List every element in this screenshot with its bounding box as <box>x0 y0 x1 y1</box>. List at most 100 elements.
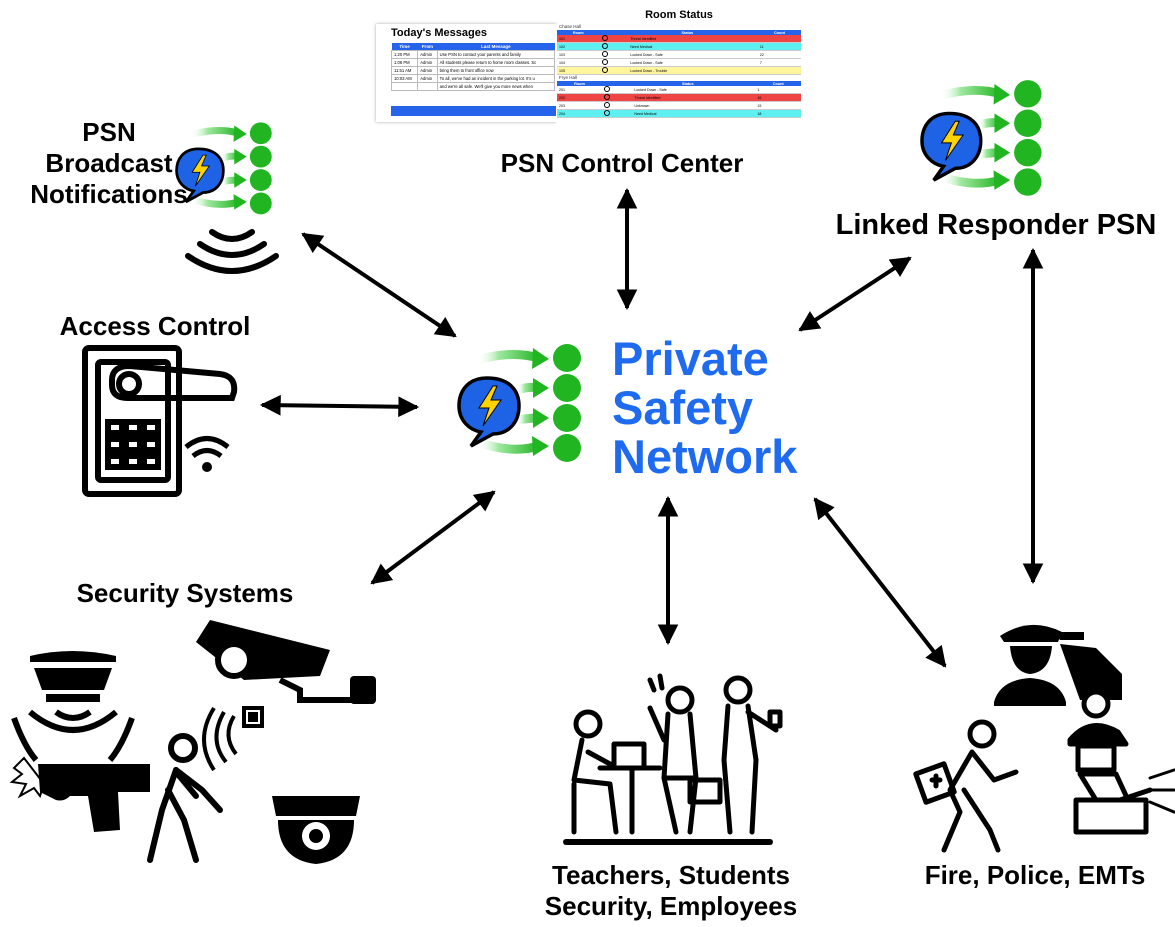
psn-broadcast-line: Broadcast <box>45 148 173 179</box>
status-header: Status <box>628 30 747 35</box>
firefighter-icon <box>1067 723 1175 835</box>
wifi-dot-icon <box>202 462 212 472</box>
link-responders <box>813 497 947 668</box>
security-systems-label: Security Systems <box>76 578 294 608</box>
linked-psn-label: Linked Responder PSN <box>835 209 1157 241</box>
message-time: 1:08 PM <box>390 58 419 67</box>
access-control-label: Access Control <box>59 311 251 341</box>
status-icon <box>599 66 629 75</box>
room-count: 16 <box>755 93 801 102</box>
linked-psn-icon <box>922 80 1042 196</box>
message-row[interactable]: and we're all safe. We'll give you more … <box>390 82 556 91</box>
message-text: To all, we've had an incident in the par… <box>436 74 556 83</box>
message-from: Admin <box>417 74 438 83</box>
people-icons <box>746 42 758 51</box>
message-text: and we're all safe. We'll give you more … <box>436 82 556 91</box>
message-from: Admin <box>417 50 438 59</box>
message-input-bar[interactable] <box>391 106 556 116</box>
message-row[interactable]: 10:03 AM Admin To all, we've had an inci… <box>390 74 556 83</box>
psn-broadcast-line: Notifications <box>30 179 188 210</box>
message-row[interactable]: 11:51 AM Admin bring them to front offic… <box>390 66 556 75</box>
message-text: bring them to front office now <box>436 66 556 75</box>
room-status-text: Locked Down - Trouble <box>628 66 747 75</box>
link-psn-broadcast <box>301 232 457 338</box>
message-time: 11:51 AM <box>390 66 419 75</box>
room-row[interactable]: 101 Threat Identified <box>557 35 801 43</box>
room-number: 101 <box>557 35 600 43</box>
status-icon <box>599 50 629 59</box>
psn-broadcast-line: PSN <box>82 117 136 147</box>
private-safety-network-title: Private Safety Network <box>612 334 797 482</box>
room-status-title: Room Status <box>645 9 713 21</box>
room-row[interactable]: 105 Locked Down - Trouble <box>557 66 801 75</box>
alarm-siren-icon <box>11 651 135 762</box>
security-camera-icon <box>196 620 376 704</box>
people-icons <box>746 35 758 43</box>
people-icons <box>746 66 758 75</box>
count-header: Count <box>757 30 801 35</box>
room-row[interactable]: 202 Threat Identified 16 <box>557 93 801 102</box>
message-from <box>417 82 438 91</box>
control-center-label: PSN Control Center <box>500 148 744 178</box>
room-number: 103 <box>557 50 600 59</box>
room-status-text: Need Medical <box>632 109 744 118</box>
message-text: Use PSN to contact your parents and fami… <box>436 50 556 59</box>
status-icon <box>601 101 633 110</box>
room-status-text: Locked Down - Safe <box>632 86 744 94</box>
status-icon <box>601 109 633 118</box>
room-status-text: Threat Identified <box>628 35 747 43</box>
walking-person-icon <box>147 733 223 863</box>
link-linked-psn <box>798 256 912 332</box>
status-icon <box>599 42 629 51</box>
messages-header-time: Time <box>391 43 418 51</box>
dome-camera-icon <box>272 796 360 864</box>
room-number: 203 <box>557 101 602 110</box>
hall-name: Chase Hall <box>559 24 582 29</box>
people-icons <box>746 50 758 59</box>
motion-sensor-icon <box>202 706 264 772</box>
people-header <box>743 81 756 86</box>
room-row[interactable]: 104 Locked Down - Safe 7 <box>557 58 801 67</box>
status-icon <box>599 35 629 43</box>
icon-header <box>599 30 629 35</box>
people-icons <box>743 109 756 118</box>
door-lock-keypad-icon <box>82 345 238 497</box>
message-row[interactable]: 1:20 PM Admin Use PSN to contact your pa… <box>390 50 556 59</box>
link-security-systems <box>370 490 496 585</box>
people-icons <box>743 101 756 110</box>
police-officer-icon <box>994 624 1122 719</box>
psn-logo-icon <box>459 344 581 462</box>
status-icon <box>601 93 633 102</box>
icon-header <box>601 81 633 86</box>
room-count: 7 <box>757 58 801 67</box>
message-time: 10:03 AM <box>390 74 419 83</box>
count-header: Count <box>755 81 801 86</box>
psn-broadcast-label: PSN Broadcast Notifications <box>6 117 212 211</box>
status-header: Status <box>632 81 744 86</box>
message-time: 1:20 PM <box>390 50 419 59</box>
message-row[interactable]: 1:08 PM Admin All students please return… <box>390 58 556 67</box>
room-number: 105 <box>557 66 600 75</box>
room-status-text: Threat Identified <box>632 93 744 102</box>
room-status-text: Unknown <box>632 101 744 110</box>
todays-messages-panel: Today's Messages Time From Last Message … <box>376 24 556 122</box>
room-number: 104 <box>557 58 600 67</box>
people-label: Teachers, Students Security, Employees <box>506 860 836 922</box>
room-status-text: Locked Down - Safe <box>628 58 747 67</box>
message-from: Admin <box>417 58 438 67</box>
room-number: 201 <box>557 86 602 94</box>
room-number: 202 <box>557 93 602 102</box>
message-from: Admin <box>417 66 438 75</box>
status-icon <box>601 86 633 94</box>
people-group-icon <box>563 673 783 845</box>
room-number: 102 <box>557 42 600 51</box>
room-count: 22 <box>757 50 801 59</box>
room-count: 18 <box>755 109 801 118</box>
room-count <box>757 35 801 43</box>
